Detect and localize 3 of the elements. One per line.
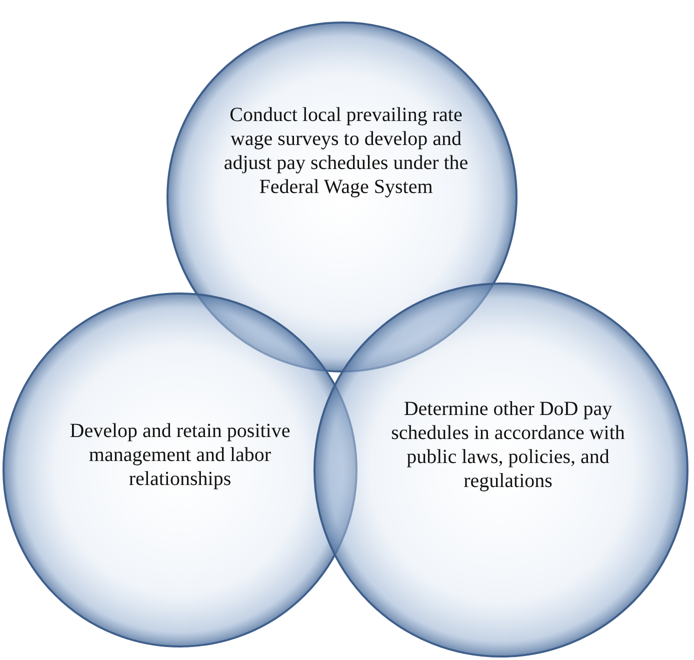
circle-label: Develop and retain positive management and labor relationships xyxy=(68,419,292,491)
circle-label: Conduct local prevailing rate wage surveys to develop and adjust pay schedules under the Federal Wage System xyxy=(222,103,470,199)
circle-label: Determine other DoD pay schedules in accordance with public laws, policies, and regulations xyxy=(390,397,626,493)
